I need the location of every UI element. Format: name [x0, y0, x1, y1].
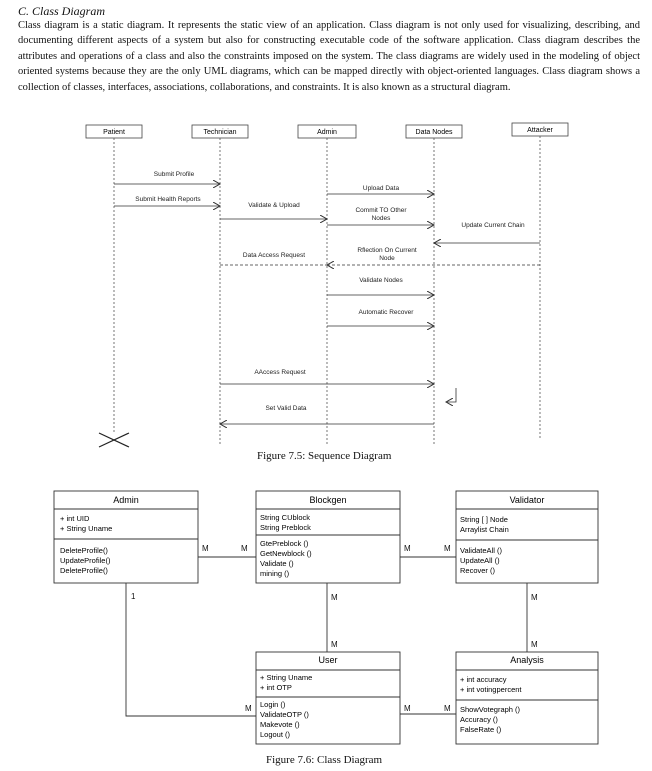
multiplicity-label: M	[404, 704, 411, 713]
class-operation: ValidateOTP ()	[260, 710, 309, 719]
self-call-arrow	[446, 388, 457, 402]
actor-label: Admin	[317, 129, 337, 136]
actor-patient: Patient	[85, 124, 143, 139]
actor-data-nodes: Data Nodes	[405, 124, 463, 139]
class-attribute: + String Uname	[60, 524, 112, 533]
paragraph: Class diagram is a static diagram. It re…	[18, 20, 640, 93]
class-operation: GtePreblock ()	[260, 539, 309, 548]
actor-label: Data Nodes	[416, 129, 453, 136]
multiplicity-label: M	[404, 544, 411, 553]
class-attribute: + int OTP	[260, 683, 292, 692]
actor-admin: Admin	[297, 124, 357, 139]
class-operation: GetNewblock ()	[260, 549, 312, 558]
class-validator: Validator String [ ] Node Arraylist Chai…	[455, 490, 599, 584]
figure-caption-sequence: Figure 7.5: Sequence Diagram	[257, 450, 392, 462]
actor-technician: Technician	[191, 124, 249, 139]
class-attribute: + String Uname	[260, 673, 312, 682]
actor-label: Patient	[103, 129, 125, 136]
class-attribute: + int votingpercent	[460, 685, 522, 694]
class-operation: UpdateProfile()	[60, 556, 111, 565]
section-title: C. Class Diagram	[18, 4, 106, 18]
multiplicity-label: M	[241, 544, 248, 553]
class-operation: DeleteProfile()	[60, 546, 108, 555]
class-user: User + String Uname + int OTP Login () V…	[255, 651, 401, 745]
multiplicity-label: M	[531, 640, 538, 649]
destroy-mark	[98, 432, 130, 448]
associations	[125, 556, 528, 717]
multiplicity-label: 1	[131, 592, 136, 601]
actor-label: Attacker	[527, 127, 553, 134]
class-operation: Recover ()	[460, 566, 496, 575]
class-operation: UpdateAll ()	[460, 556, 500, 565]
msg-label: AAccess Request	[254, 369, 305, 376]
class-attribute: Arraylist Chain	[460, 525, 509, 534]
class-operation: Logout ()	[260, 730, 291, 739]
multiplicity-label: M	[331, 640, 338, 649]
multiplicity-label: M	[331, 593, 338, 602]
multiplicity-label: M	[444, 544, 451, 553]
class-operation: Accuracy ()	[460, 715, 498, 724]
class-attribute: String [ ] Node	[460, 515, 508, 524]
multiplicity-label: M	[531, 593, 538, 602]
msg-label: Set Valid Data	[265, 405, 306, 412]
class-operation: Makevote ()	[260, 720, 300, 729]
msg-label: Commit TO Other	[355, 207, 407, 214]
msg-label: Rflection On Current	[357, 247, 416, 254]
class-operation: Validate ()	[260, 559, 294, 568]
class-name: Analysis	[510, 655, 544, 665]
msg-label: Automatic Recover	[359, 309, 415, 316]
multiplicity-label: M	[202, 544, 209, 553]
msg-label: Validate Nodes	[359, 277, 403, 284]
class-admin: Admin + int UID + String Uname DeletePro…	[53, 490, 199, 584]
actor-attacker: Attacker	[511, 122, 569, 137]
msg-label: Update Current Chain	[461, 222, 525, 229]
msg-label: Data Access Request	[243, 252, 305, 259]
lifelines	[113, 136, 541, 445]
class-diagram: M M M M M M M M M M M 1 Admin + int UID …	[53, 490, 599, 745]
msg-label: Nodes	[372, 215, 392, 222]
class-name: Admin	[113, 495, 139, 505]
msg-label: Node	[379, 255, 395, 262]
class-name: User	[318, 655, 337, 665]
class-attribute: + int UID	[60, 514, 90, 523]
multiplicity-label: M	[245, 704, 252, 713]
msg-label: Upload Data	[363, 185, 400, 192]
class-operation: ShowVotegraph ()	[460, 705, 521, 714]
figure-caption-class: Figure 7.6: Class Diagram	[266, 754, 383, 766]
class-operation: Login ()	[260, 700, 286, 709]
msg-label: Validate & Upload	[248, 202, 300, 209]
class-operation: FalseRate ()	[460, 725, 502, 734]
class-attribute: String CUblock	[260, 513, 310, 522]
class-operation: ValidateAll ()	[460, 546, 502, 555]
class-analysis: Analysis + int accuracy + int votingperc…	[455, 651, 599, 745]
class-attribute: + int accuracy	[460, 675, 507, 684]
class-name: Blockgen	[309, 495, 346, 505]
class-attribute: String Preblock	[260, 523, 311, 532]
msg-label: Submit Health Reports	[135, 196, 201, 203]
class-blockgen: Blockgen String CUblock String Preblock …	[255, 490, 401, 584]
actor-label: Technician	[203, 129, 236, 136]
sequence-diagram: Patient Technician Admin Data Nodes Atta…	[85, 122, 569, 448]
multiplicity-label: M	[444, 704, 451, 713]
body-text: Class diagram is a static diagram. It re…	[18, 18, 640, 95]
class-operation: mining ()	[260, 569, 290, 578]
class-name: Validator	[510, 495, 545, 505]
msg-label: Submit Profile	[154, 171, 195, 178]
class-operation: DeleteProfile()	[60, 566, 108, 575]
